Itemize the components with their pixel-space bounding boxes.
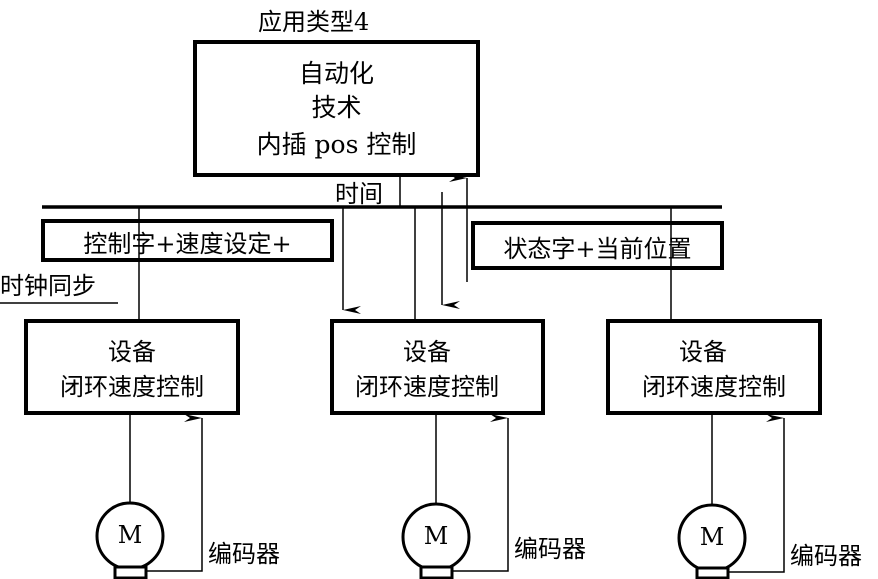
time-label: 时间 <box>335 180 383 208</box>
control-word-label: 控制字+速度设定+ <box>83 230 292 258</box>
control-word-box <box>41 219 334 262</box>
device-1-title: 设备 <box>108 338 156 366</box>
device-3-subtitle: 闭环速度控制 <box>642 373 786 401</box>
device-2-title: 设备 <box>403 338 451 366</box>
encoder-feedback-1 <box>146 414 203 572</box>
controller-box <box>193 40 480 177</box>
device-box-3 <box>606 319 822 415</box>
clock-sync-label: 时钟同步 <box>0 272 96 300</box>
device-2-subtitle: 闭环速度控制 <box>355 373 499 401</box>
encoder-feedback-3 <box>728 414 785 573</box>
motor-base-1 <box>113 565 148 579</box>
diagram-title: 应用类型4 <box>258 8 370 36</box>
controller-line-2: 技术 <box>311 93 362 122</box>
device-3-title: 设备 <box>679 338 727 366</box>
device-1-subtitle: 闭环速度控制 <box>60 373 204 401</box>
motor-2-label: M <box>423 522 449 550</box>
encoder-1-label: 编码器 <box>208 540 280 568</box>
device-box-2 <box>330 319 545 415</box>
device-box-1 <box>24 319 240 415</box>
controller-line-1: 自动化 <box>298 59 374 88</box>
motor-3-label: M <box>699 523 725 551</box>
status-word-box <box>471 221 724 270</box>
motor-1-label: M <box>117 521 143 549</box>
motor-base-3 <box>695 566 730 579</box>
controller-line-3: 内插 pos 控制 <box>256 130 417 159</box>
encoder-2-label: 编码器 <box>514 535 586 563</box>
encoder-feedback-2 <box>452 414 509 572</box>
status-word-label: 状态字+当前位置 <box>503 235 692 263</box>
encoder-3-label: 编码器 <box>790 542 862 570</box>
motor-base-2 <box>419 565 454 579</box>
